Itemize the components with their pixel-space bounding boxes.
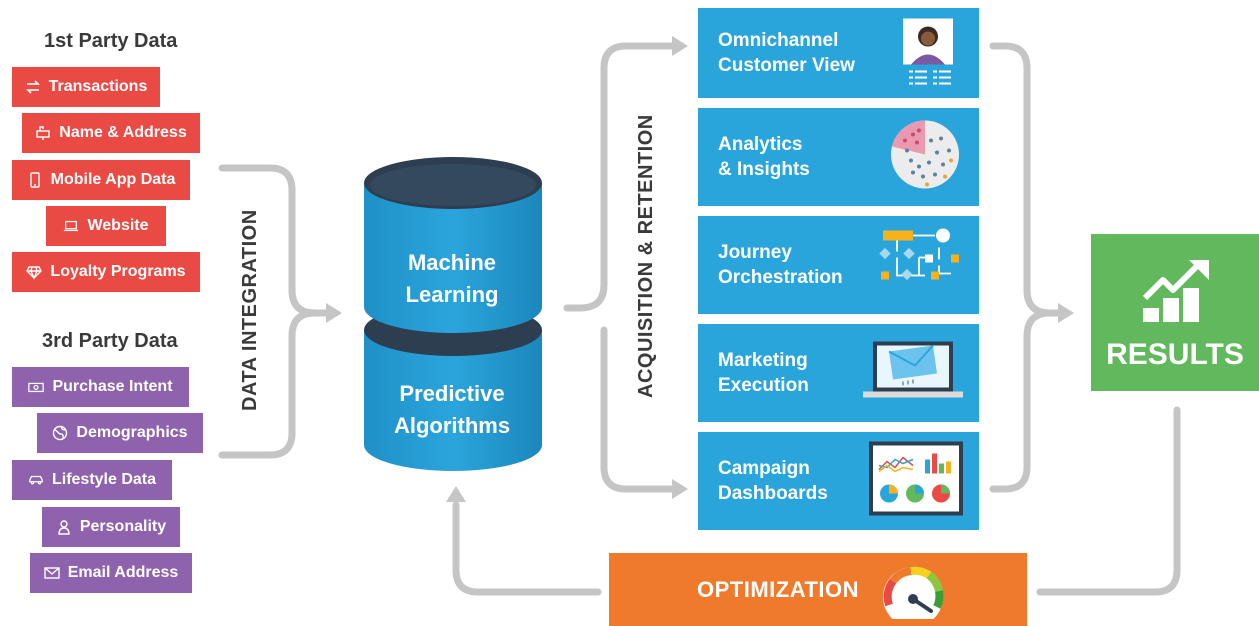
laptop-icon — [63, 218, 79, 234]
tag-label: Name & Address — [59, 124, 187, 141]
acquisition-retention-label: ACQUISITION & RETENTION — [635, 114, 657, 398]
db-bottom-line2: Algorithms — [393, 413, 511, 438]
gauge-icon — [881, 565, 945, 626]
card-omnichannel-customer-view: Omnichannel Customer View — [698, 8, 979, 98]
tag-label: Transactions — [48, 78, 148, 95]
tag-transactions: Transactions — [12, 67, 160, 107]
card-line1: Marketing — [718, 350, 808, 371]
tag-label: Demographics — [76, 424, 188, 441]
tag-label: Website — [87, 217, 149, 234]
card-line2: Orchestration — [718, 267, 843, 288]
data-integration-label: DATA INTEGRATION — [239, 209, 261, 411]
results-brace — [989, 42, 1062, 317]
crowd-pie-chart-icon — [883, 115, 963, 200]
tag-label: Mobile App Data — [50, 171, 176, 188]
card-label: Omnichannel Customer View — [718, 28, 878, 78]
card-line1: Journey — [718, 242, 792, 263]
db-bottom-line1: Predictive — [399, 381, 505, 406]
card-line2: Customer View — [718, 55, 855, 76]
customer-profile-icon — [899, 15, 963, 92]
card-journey-orchestration: Journey Orchestration — [698, 216, 979, 314]
tag-demographics: Demographics — [37, 413, 203, 453]
card-line1: Analytics — [718, 134, 803, 155]
db-bottom-label: Predictive Algorithms — [372, 378, 532, 442]
card-label: Marketing Execution — [718, 348, 878, 398]
third-party-heading: 3rd Party Data — [42, 330, 178, 352]
card-line1: Campaign — [718, 458, 810, 479]
mailbox-icon — [35, 125, 51, 141]
db-top-line1: Machine — [407, 250, 497, 275]
card-analytics-insights: Analytics & Insights — [698, 108, 979, 206]
car-icon — [28, 472, 44, 488]
database-cylinder — [364, 157, 542, 471]
tag-label: Email Address — [67, 564, 179, 581]
rising-bar-chart-icon — [1141, 258, 1213, 329]
tag-name-address: Name & Address — [22, 113, 200, 153]
card-marketing-execution: Marketing Execution — [698, 324, 979, 422]
feedback-path-right — [1036, 406, 1181, 596]
tag-lifestyle-data: Lifestyle Data — [12, 460, 172, 500]
card-label: Analytics & Insights — [718, 132, 878, 182]
results-label: RESULTS — [1106, 338, 1244, 371]
diamond-icon — [26, 264, 43, 280]
dashboard-charts-icon — [869, 441, 963, 521]
first-party-heading: 1st Party Data — [44, 30, 178, 52]
card-campaign-dashboards: Campaign Dashboards — [698, 432, 979, 530]
tag-email-address: Email Address — [30, 553, 192, 593]
tag-label: Personality — [79, 518, 167, 535]
optimization-box: OPTIMIZATION — [609, 553, 1027, 626]
tag-label: Purchase Intent — [52, 378, 173, 395]
envelope-icon — [44, 565, 60, 581]
globe-icon — [52, 425, 68, 441]
tag-loyalty-programs: Loyalty Programs — [12, 252, 200, 292]
acquisition-brace — [563, 42, 676, 312]
optimization-label: OPTIMIZATION — [697, 577, 860, 602]
tag-mobile-app-data: Mobile App Data — [12, 160, 190, 200]
tag-personality: Personality — [42, 507, 180, 547]
person-icon — [56, 519, 72, 535]
flowchart-icon — [879, 228, 963, 303]
db-top-line2: Learning — [405, 282, 499, 307]
tag-purchase-intent: Purchase Intent — [12, 367, 189, 407]
card-line2: Dashboards — [718, 483, 828, 504]
card-label: Journey Orchestration — [718, 240, 878, 290]
db-top-label: Machine Learning — [372, 247, 532, 311]
laptop-envelope-icon — [861, 340, 963, 407]
card-label: Campaign Dashboards — [718, 456, 878, 506]
money-icon — [28, 379, 45, 395]
tag-label: Lifestyle Data — [51, 471, 157, 488]
feedback-path-left — [452, 501, 602, 596]
card-line2: Execution — [718, 375, 809, 396]
tag-label: Loyalty Programs — [50, 263, 186, 280]
card-line1: Omnichannel — [718, 30, 839, 51]
smartphone-icon — [27, 172, 43, 188]
arrows-exchange-icon — [25, 79, 41, 95]
tag-website: Website — [46, 206, 166, 246]
results-box: RESULTS — [1091, 234, 1259, 391]
card-line2: & Insights — [718, 159, 810, 180]
